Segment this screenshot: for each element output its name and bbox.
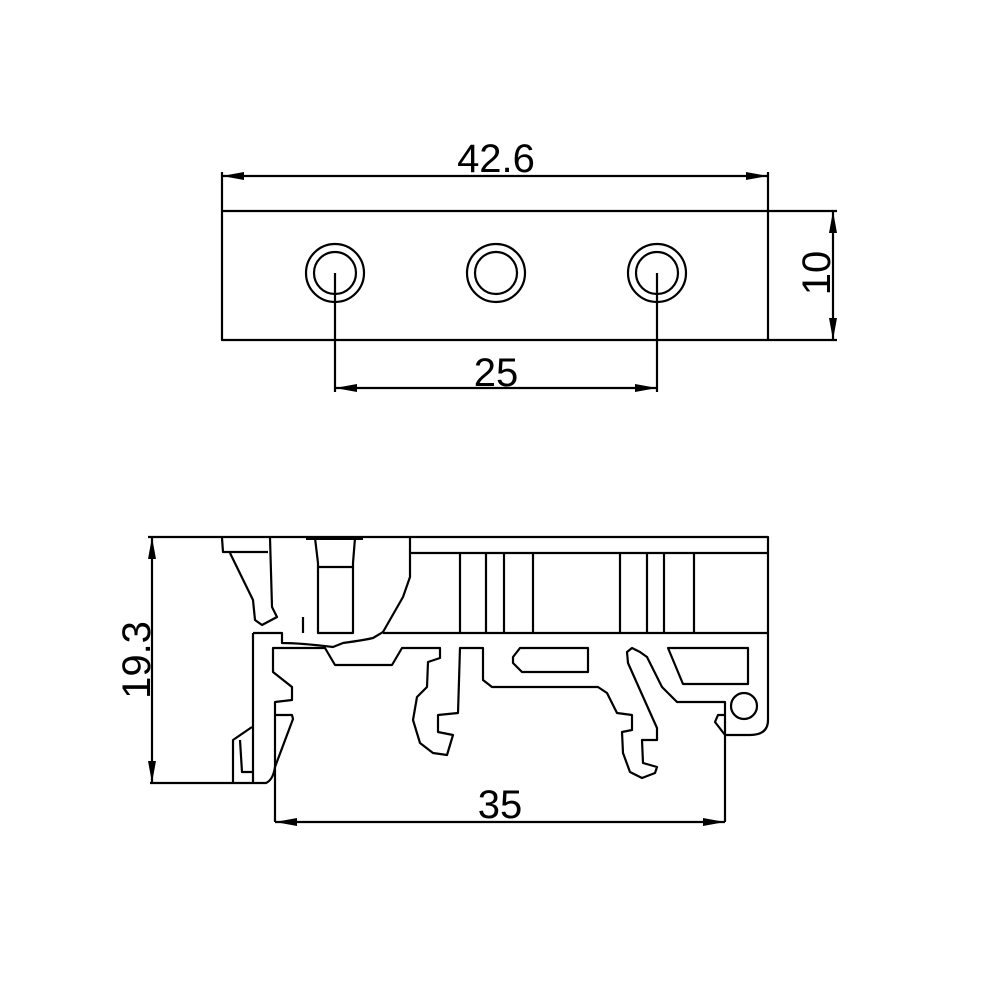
side-hole xyxy=(729,691,759,721)
rail-width-dimension: 35 xyxy=(275,783,725,827)
height-label: 10 xyxy=(795,251,839,296)
mounting-hole xyxy=(465,242,527,304)
height-dimension: 10 xyxy=(768,209,839,342)
top-view-outline xyxy=(220,209,770,342)
width-dimension: 42.6 xyxy=(220,137,770,211)
hole-spacing-dimension: 25 xyxy=(333,273,659,395)
width-label: 42.6 xyxy=(457,137,535,181)
rail-width-label: 35 xyxy=(478,783,523,827)
side-view: 19.3 35 xyxy=(115,535,770,827)
side-view-outline xyxy=(148,535,770,737)
side-height-label: 19.3 xyxy=(115,621,159,699)
hole-spacing-label: 25 xyxy=(474,351,519,395)
top-view: 42.6 10 25 xyxy=(220,137,839,395)
side-height-dimension: 19.3 xyxy=(115,537,159,783)
slot xyxy=(511,646,590,674)
trapezoid-cutout xyxy=(666,646,750,686)
